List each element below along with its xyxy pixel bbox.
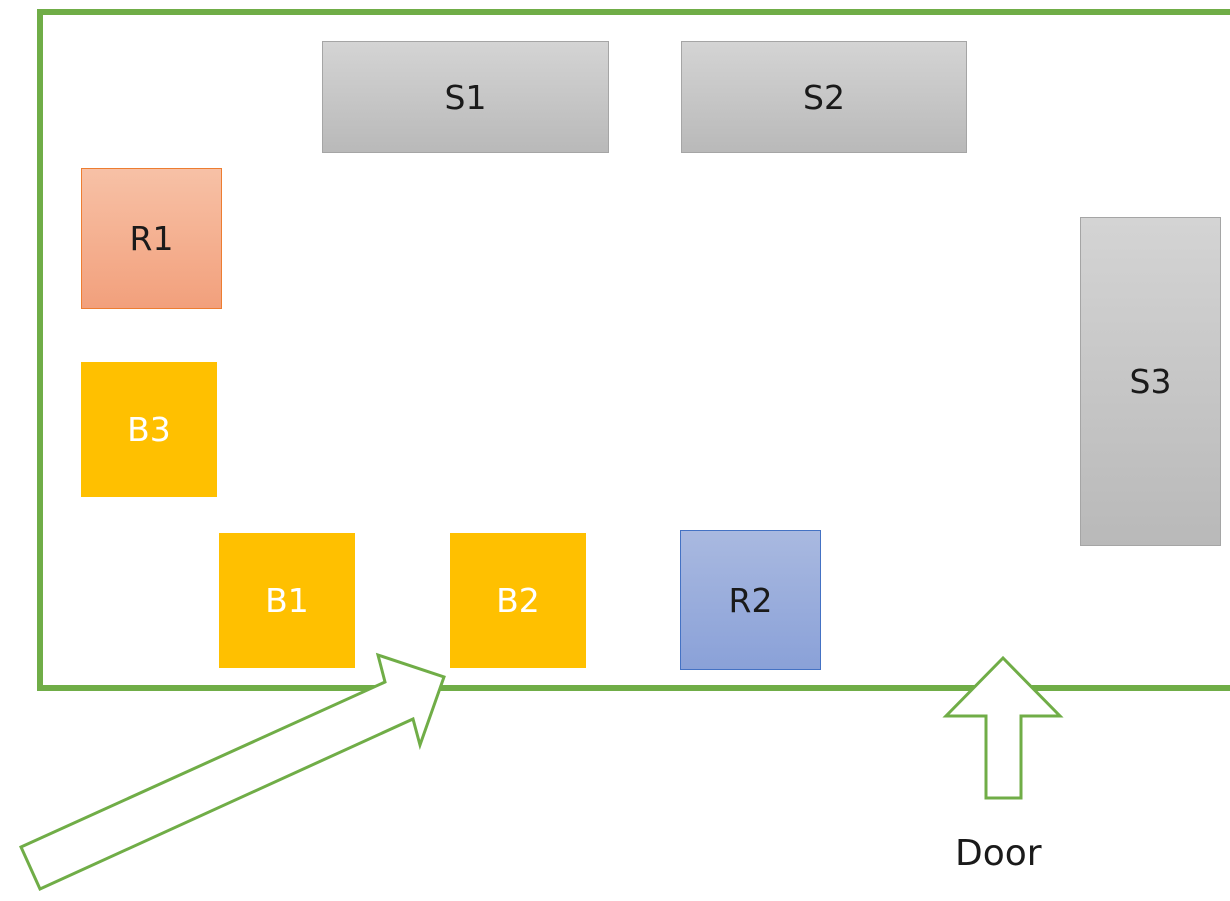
block-b3: B3 xyxy=(81,362,217,497)
block-r1-label: R1 xyxy=(129,219,174,258)
block-r1: R1 xyxy=(81,168,222,309)
block-b3-label: B3 xyxy=(127,410,171,449)
door-arrow-up xyxy=(942,655,1064,800)
block-b2: B2 xyxy=(450,533,586,668)
block-r2: R2 xyxy=(680,530,821,670)
shelf-s2-label: S2 xyxy=(803,77,845,117)
shelf-s3: S3 xyxy=(1080,217,1221,546)
shelf-s2: S2 xyxy=(681,41,967,153)
entry-arrow-diagonal xyxy=(19,652,446,891)
shelf-s1: S1 xyxy=(322,41,609,153)
block-r2-label: R2 xyxy=(728,580,773,620)
block-b2-label: B2 xyxy=(496,581,540,620)
shelf-s3-label: S3 xyxy=(1129,362,1172,401)
door-label: Door xyxy=(955,833,1042,874)
shelf-s1-label: S1 xyxy=(444,77,487,117)
block-b1: B1 xyxy=(219,533,355,668)
block-b1-label: B1 xyxy=(265,581,309,620)
room-wall-outline xyxy=(37,9,1230,691)
